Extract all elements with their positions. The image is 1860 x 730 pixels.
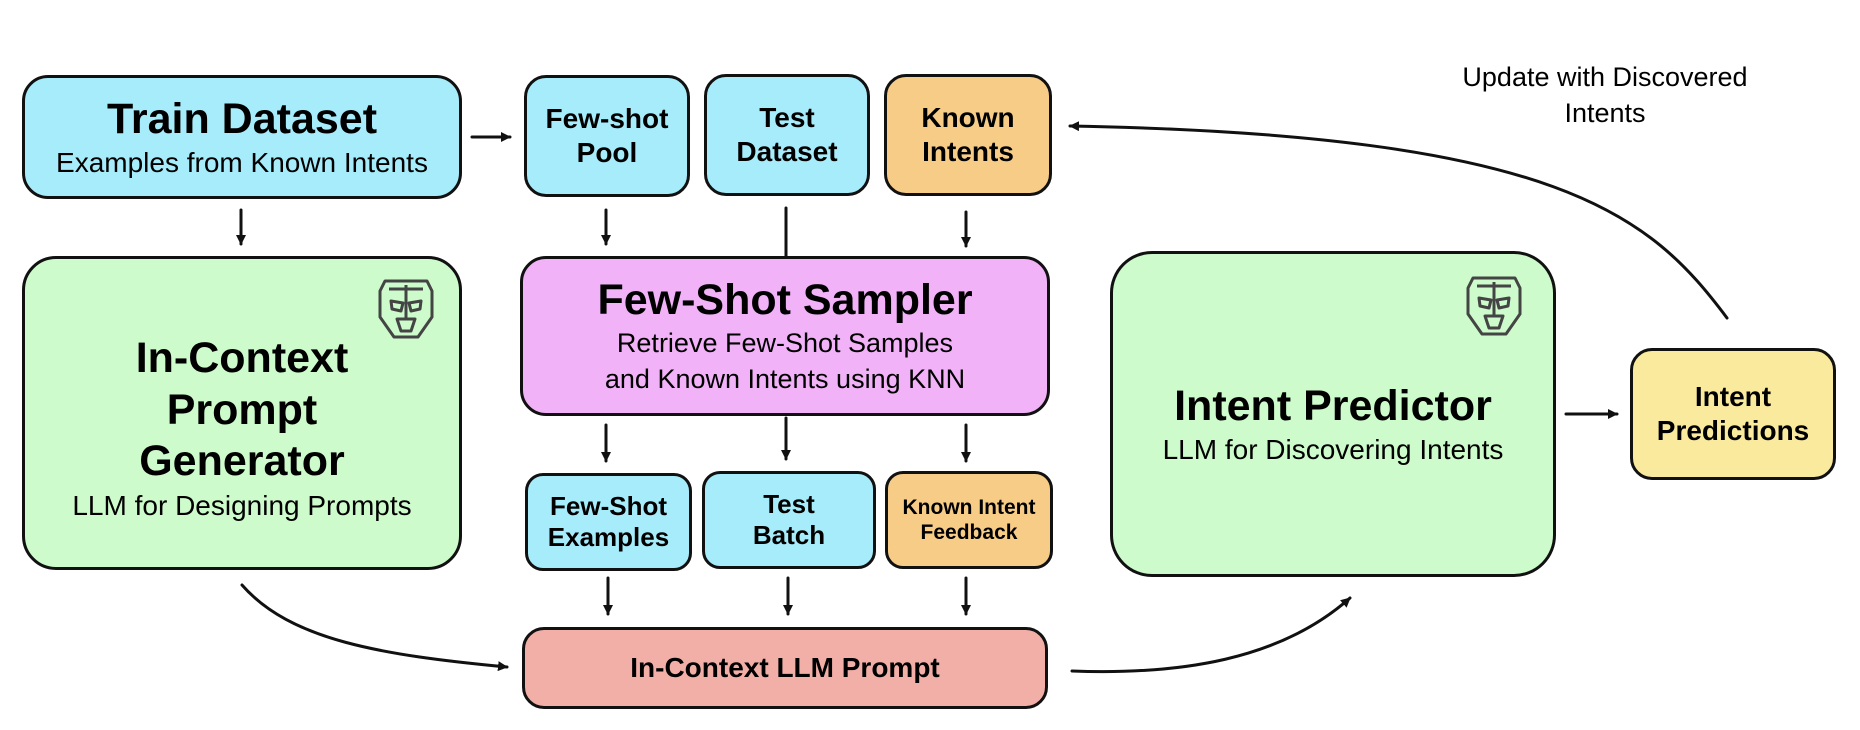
intent-predictions-box: Intent Predictions — [1630, 348, 1836, 480]
intent-predictor-box: Intent Predictor LLM for Discovering Int… — [1110, 251, 1556, 577]
in-context-llm-prompt-box: In-Context LLM Prompt — [522, 627, 1048, 709]
test-dataset-title: Test Dataset — [736, 102, 838, 167]
known-intent-feedback-box: Known Intent Feedback — [885, 471, 1053, 569]
robot-mask-icon — [1463, 274, 1525, 343]
train-dataset-title: Train Dataset — [106, 94, 378, 143]
prompt-generator-subtitle: LLM for Designing Prompts — [72, 489, 412, 521]
few-shot-examples-title: Few-Shot Examples — [547, 490, 670, 552]
few-shot-pool-box: Few-shot Pool — [524, 75, 690, 197]
train-dataset-subtitle: Examples from Known Intents — [56, 147, 428, 179]
arrow-update-known-intents — [1068, 121, 1729, 320]
intent-predictor-subtitle: LLM for Discovering Intents — [1162, 434, 1504, 466]
few-shot-sampler-box: Few-Shot Sampler Retrieve Few-Shot Sampl… — [520, 256, 1050, 416]
known-intent-feedback-title: Known Intent Feedback — [902, 495, 1036, 544]
few-shot-examples-box: Few-Shot Examples — [525, 473, 692, 571]
few-shot-sampler-title: Few-Shot Sampler — [597, 275, 973, 324]
test-batch-title: Test Batch — [752, 488, 826, 550]
prompt-generator-title: In-Context Prompt Generator — [135, 334, 349, 486]
known-intents-box: Known Intents — [884, 74, 1052, 196]
test-dataset-box: Test Dataset — [704, 74, 870, 196]
in-context-llm-prompt-title: In-Context LLM Prompt — [630, 652, 940, 684]
train-dataset-box: Train Dataset Examples from Known Intent… — [22, 75, 462, 199]
arrow-generator-to-prompt — [240, 583, 509, 672]
update-annotation: Update with Discovered Intents — [1460, 60, 1750, 131]
test-batch-box: Test Batch — [702, 471, 876, 569]
robot-mask-icon — [375, 277, 437, 346]
intent-predictor-title: Intent Predictor — [1174, 381, 1492, 430]
few-shot-pool-title: Few-shot Pool — [545, 103, 669, 168]
arrow-prompt-to-predictor — [1070, 596, 1352, 674]
known-intents-title: Known Intents — [921, 102, 1015, 167]
few-shot-sampler-subtitle: Retrieve Few-Shot Samples and Known Inte… — [604, 328, 966, 394]
prompt-generator-box: In-Context Prompt Generator LLM for Desi… — [22, 256, 462, 570]
intent-predictions-title: Intent Predictions — [1656, 381, 1810, 446]
update-annotation-text: Update with Discovered Intents — [1462, 62, 1748, 128]
